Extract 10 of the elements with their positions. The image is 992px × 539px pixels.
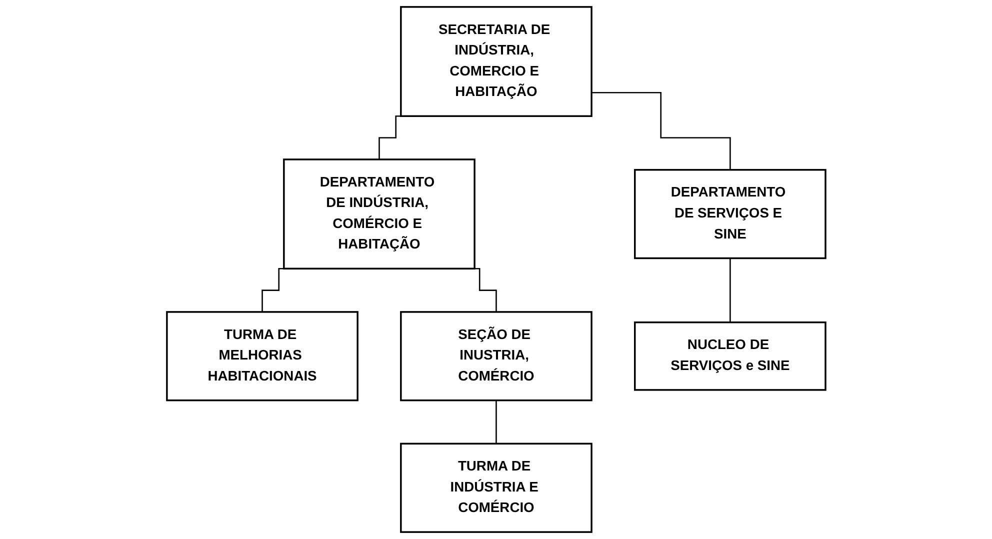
node-box: SEÇÃO DE INUSTRIA, COMÉRCIO bbox=[400, 311, 592, 402]
node-box: NUCLEO DE SERVIÇOS e SINE bbox=[634, 321, 826, 391]
node-box: TURMA DE INDÚSTRIA E COMÉRCIO bbox=[400, 442, 592, 533]
connector bbox=[729, 258, 731, 323]
node-box: DEPARTAMENTO DE SERVIÇOS E SINE bbox=[634, 168, 826, 260]
connector bbox=[591, 92, 731, 170]
connector bbox=[495, 400, 497, 444]
node-box: SECRETARIA DE INDÚSTRIA, COMERCIO E HABITAÇÃO bbox=[400, 6, 592, 117]
node-box: TURMA DE MELHORIAS HABITACIONAIS bbox=[166, 311, 358, 402]
node-box: DEPARTAMENTO DE INDÚSTRIA, COMÉRCIO E HABITAÇÃO bbox=[282, 158, 476, 270]
